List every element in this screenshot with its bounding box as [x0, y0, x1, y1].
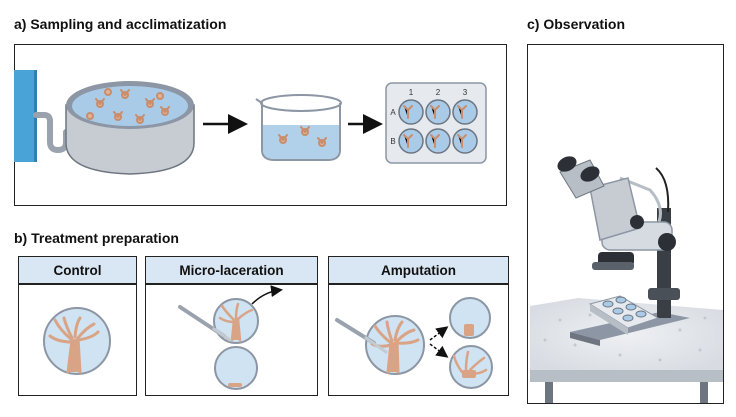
- header-control: Control: [18, 256, 137, 284]
- well-row-a: A: [390, 108, 396, 117]
- observation-well-plate: [588, 295, 660, 335]
- control-dish: [43, 307, 111, 375]
- amputation-dish-main: [365, 315, 425, 375]
- panel-c-title: c) Observation: [527, 16, 626, 32]
- beaker: [255, 94, 342, 161]
- header-amputation: Amputation: [328, 256, 509, 284]
- pipe-icon: [33, 112, 69, 154]
- micro-laceration-dish-top: [213, 298, 259, 344]
- tank-dish: [65, 81, 195, 175]
- panel-b-title: b) Treatment preparation: [14, 230, 179, 246]
- well-row-b: B: [390, 137, 395, 146]
- panel-a-title: a) Sampling and acclimatization: [14, 16, 227, 32]
- scalpel-icon: [178, 305, 232, 342]
- header-micro-laceration: Micro-laceration: [145, 256, 318, 284]
- amputation-dish-lower: [449, 345, 493, 389]
- well-col-2: 2: [436, 88, 441, 97]
- beaker-polyps: [278, 126, 327, 147]
- well-col-1: 1: [409, 88, 414, 97]
- polyp-cluster: [86, 88, 170, 124]
- well-col-3: 3: [463, 88, 468, 97]
- amputation-dish-upper: [449, 297, 491, 339]
- amputation-scalpel-icon: [335, 318, 388, 354]
- amputation-split-arrows: [429, 326, 449, 358]
- micro-laceration-dish-bottom: [214, 346, 258, 390]
- well-plate: [385, 82, 487, 164]
- arrow-micro: [251, 285, 283, 305]
